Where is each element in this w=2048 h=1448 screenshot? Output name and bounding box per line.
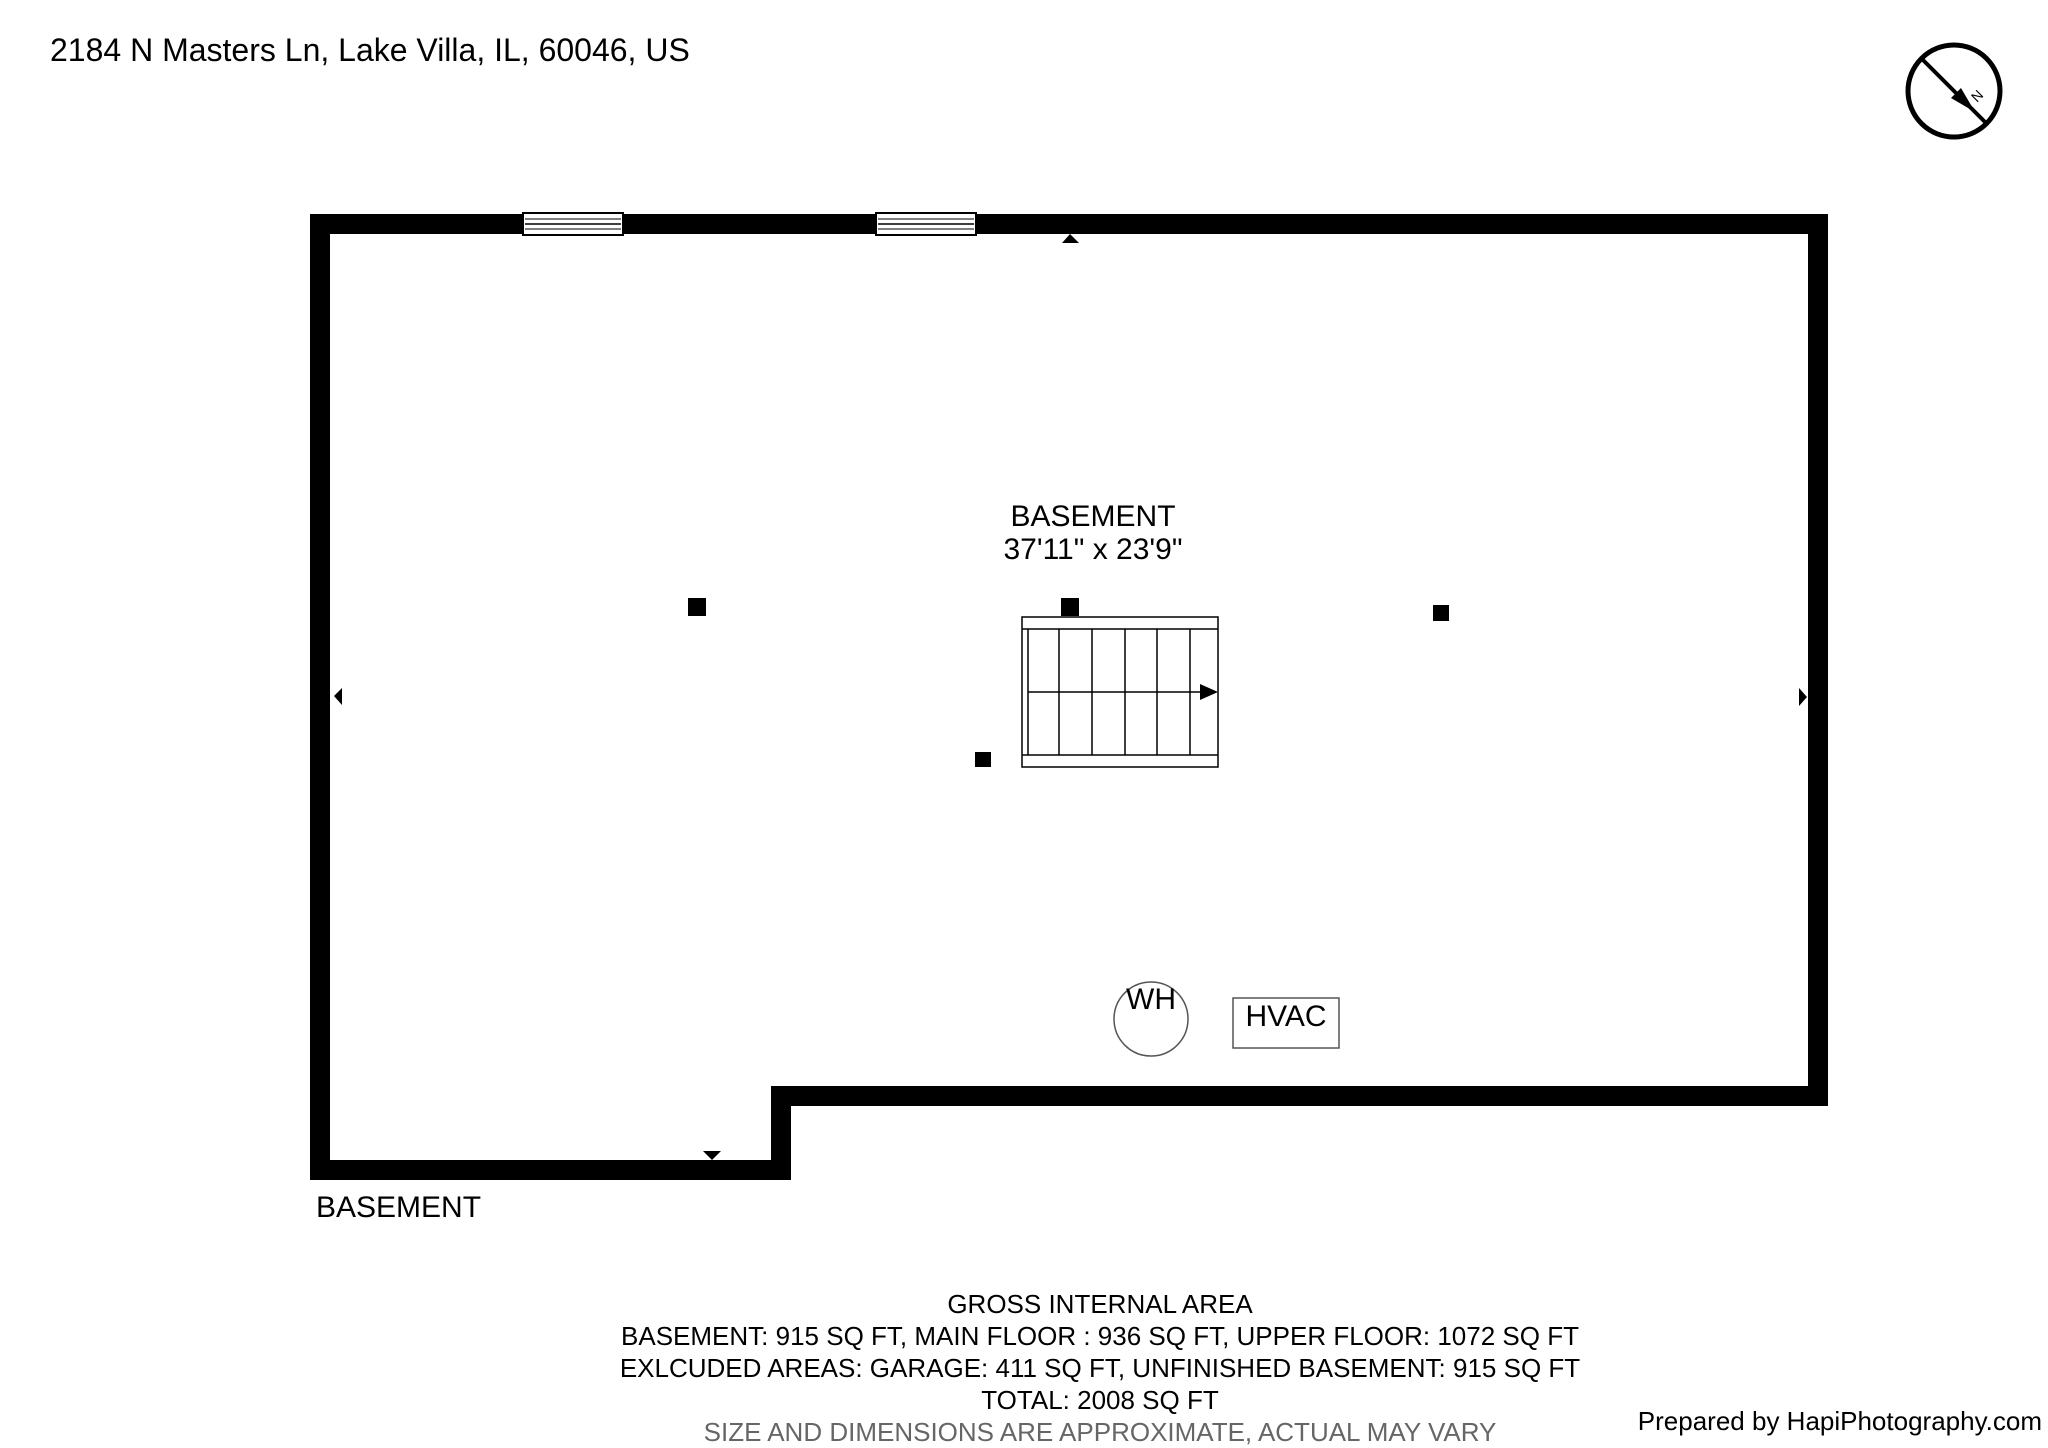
floor-label: BASEMENT	[316, 1191, 482, 1224]
summary-line-excluded: EXLCUDED AREAS: GARAGE: 411 SQ FT, UNFIN…	[619, 1353, 1581, 1383]
water-heater-label: WH	[1126, 983, 1176, 1016]
window	[875, 212, 977, 236]
summary-total: TOTAL: 2008 SQ FT	[981, 1385, 1219, 1415]
hvac-label: HVAC	[1245, 1000, 1327, 1033]
credit-text: Prepared by HapiPhotography.com	[1637, 1406, 2042, 1436]
support-column	[1433, 605, 1449, 621]
dimension-marker	[1062, 234, 1079, 243]
stair-direction-arrow-icon	[1200, 684, 1218, 700]
area-summary: GROSS INTERNAL AREA BASEMENT: 915 SQ FT,…	[540, 1288, 1660, 1448]
dimension-marker	[334, 688, 342, 705]
exterior-wall	[310, 214, 1828, 1180]
summary-heading: GROSS INTERNAL AREA	[947, 1289, 1253, 1319]
compass-north-arrow-icon: N	[1905, 42, 2003, 140]
staircase	[1021, 616, 1219, 768]
dimension-marker	[703, 1151, 721, 1160]
water-heater	[1113, 981, 1189, 1057]
support-column	[975, 752, 991, 767]
support-column	[688, 598, 706, 616]
summary-disclaimer: SIZE AND DIMENSIONS ARE APPROXIMATE, ACT…	[703, 1417, 1497, 1447]
dimension-marker	[1799, 688, 1807, 706]
hvac-unit	[1232, 997, 1340, 1049]
room-name: BASEMENT	[1010, 500, 1176, 533]
support-column	[1061, 598, 1079, 616]
room-dimensions: 37'11" x 23'9"	[1003, 533, 1183, 566]
window	[522, 212, 624, 236]
summary-line-floors: BASEMENT: 915 SQ FT, MAIN FLOOR : 936 SQ…	[621, 1321, 1579, 1351]
property-address: 2184 N Masters Ln, Lake Villa, IL, 60046…	[50, 32, 690, 68]
